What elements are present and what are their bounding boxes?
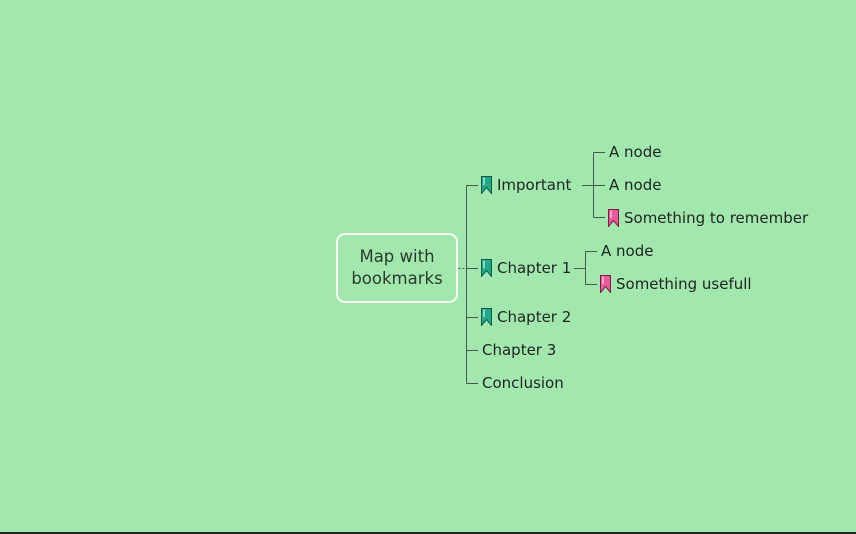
- node-chapter-1[interactable]: Chapter 1: [481, 256, 571, 280]
- bookmark-green-icon: [481, 176, 492, 194]
- root-node[interactable]: Map with bookmarks: [336, 233, 458, 303]
- node-chapter-3[interactable]: Chapter 3: [482, 338, 556, 362]
- bookmark-green-icon: [481, 259, 492, 277]
- bottom-edge: [0, 532, 856, 534]
- node-chapter-1-child-1-label: A node: [601, 242, 654, 260]
- node-something-usefull[interactable]: Something usefull: [600, 272, 752, 296]
- root-node-line-2: bookmarks: [351, 269, 443, 288]
- node-chapter-1-label: Chapter 1: [497, 259, 572, 277]
- node-chapter-1-child-1[interactable]: A node: [601, 239, 653, 263]
- node-chapter-2[interactable]: Chapter 2: [481, 305, 571, 329]
- node-important-child-1-label: A node: [609, 143, 662, 161]
- node-important-child-1[interactable]: A node: [609, 140, 661, 164]
- node-something-usefull-label: Something usefull: [616, 275, 752, 293]
- bookmark-pink-icon: [608, 209, 619, 227]
- node-something-to-remember[interactable]: Something to remember: [608, 206, 808, 230]
- bookmark-green-icon: [481, 308, 492, 326]
- bookmark-pink-icon: [600, 275, 611, 293]
- node-important-label: Important: [497, 176, 572, 194]
- node-important-child-2[interactable]: A node: [609, 173, 661, 197]
- root-node-line-1: Map with: [359, 247, 435, 266]
- node-important-child-2-label: A node: [609, 176, 662, 194]
- node-conclusion-label: Conclusion: [482, 374, 564, 392]
- node-conclusion[interactable]: Conclusion: [482, 371, 564, 395]
- node-chapter-3-label: Chapter 3: [482, 341, 557, 359]
- node-chapter-2-label: Chapter 2: [497, 308, 572, 326]
- node-something-to-remember-label: Something to remember: [624, 209, 809, 227]
- node-important[interactable]: Important: [481, 173, 571, 197]
